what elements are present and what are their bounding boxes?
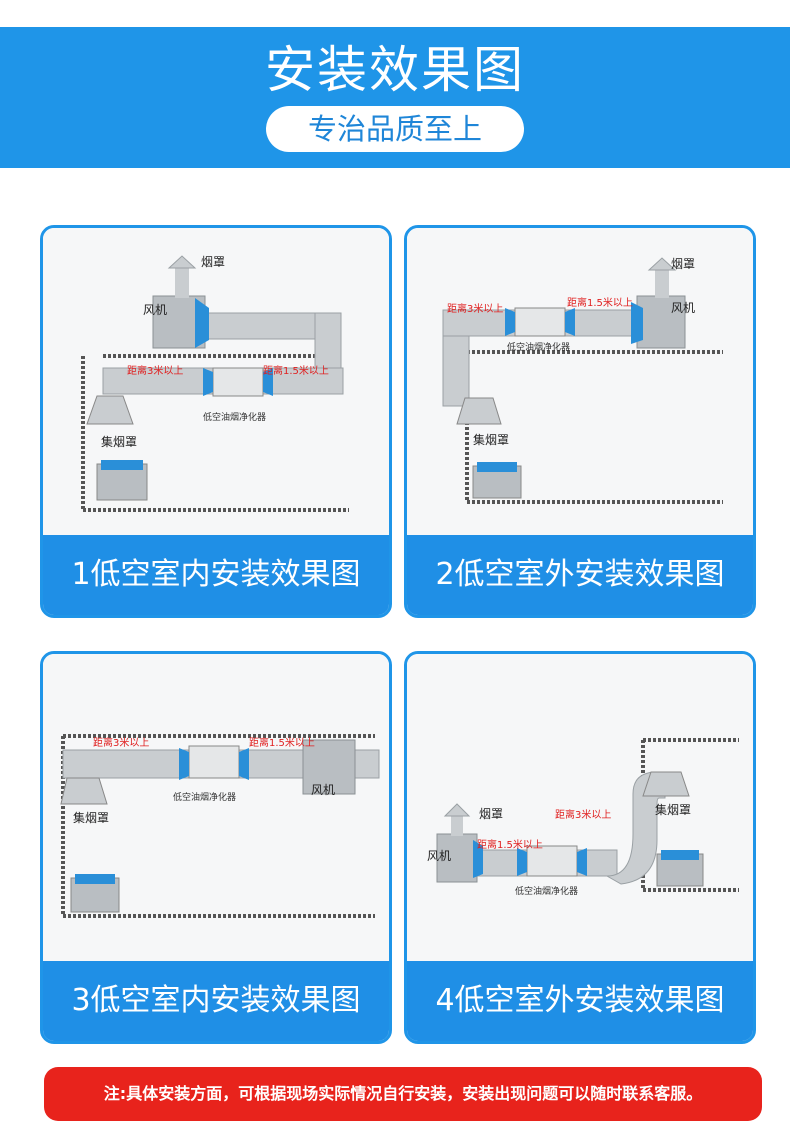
- label-distance-1-5m: 距离1.5米以上: [477, 838, 543, 851]
- label-purifier: 低空油烟净化器: [515, 885, 578, 897]
- notice-banner: 注:具体安装方面，可根据现场实际情况自行安装，安装出现问题可以随时联系客服。: [44, 1067, 762, 1121]
- install-card-4: 烟罩 风机 距离3米以上 距离1.5米以上 低空油烟净化器 集烟罩 4低空室外安…: [404, 651, 756, 1044]
- label-distance-1-5m: 距离1.5米以上: [263, 364, 329, 377]
- label-collector: 集烟罩: [655, 802, 691, 817]
- label-hood: 烟罩: [201, 255, 225, 269]
- diagram-outdoor-2: 烟罩 风机 距离3米以上 距离1.5米以上 低空油烟净化器 集烟罩: [407, 228, 753, 538]
- subtitle-pill: 专治品质至上: [266, 106, 524, 152]
- page-title: 安装效果图: [265, 41, 525, 99]
- label-fan: 风机: [311, 783, 335, 797]
- label-purifier: 低空油烟净化器: [203, 411, 266, 423]
- card-caption: 1低空室内安装效果图: [43, 535, 389, 615]
- label-collector: 集烟罩: [473, 432, 509, 447]
- label-distance-1-5m: 距离1.5米以上: [567, 296, 633, 309]
- label-distance-1-5m: 距离1.5米以上: [249, 736, 315, 749]
- label-fan: 风机: [671, 301, 695, 315]
- label-hood: 烟罩: [671, 257, 695, 271]
- diagram-indoor-1: 烟罩 风机 距离3米以上 距离1.5米以上 低空油烟净化器 集烟罩: [43, 228, 389, 538]
- card-caption: 2低空室外安装效果图: [407, 535, 753, 615]
- label-distance-3m: 距离3米以上: [93, 736, 149, 749]
- install-card-1: 烟罩 风机 距离3米以上 距离1.5米以上 低空油烟净化器 集烟罩 1低空室内安…: [40, 225, 392, 618]
- label-hood: 烟罩: [479, 807, 503, 821]
- label-purifier: 低空油烟净化器: [507, 341, 570, 353]
- label-fan: 风机: [143, 303, 167, 317]
- diagram-outdoor-4: 烟罩 风机 距离3米以上 距离1.5米以上 低空油烟净化器 集烟罩: [407, 654, 753, 964]
- install-card-2: 烟罩 风机 距离3米以上 距离1.5米以上 低空油烟净化器 集烟罩 2低空室外安…: [404, 225, 756, 618]
- label-distance-3m: 距离3米以上: [127, 364, 183, 377]
- diagram-indoor-3: 距离3米以上 距离1.5米以上 风机 低空油烟净化器 集烟罩: [43, 654, 389, 964]
- card-caption: 3低空室内安装效果图: [43, 961, 389, 1041]
- label-purifier: 低空油烟净化器: [173, 791, 236, 803]
- label-distance-3m: 距离3米以上: [447, 302, 503, 315]
- card-caption: 4低空室外安装效果图: [407, 961, 753, 1041]
- label-distance-3m: 距离3米以上: [555, 808, 611, 821]
- label-fan: 风机: [427, 849, 451, 863]
- label-collector: 集烟罩: [73, 810, 109, 825]
- label-collector: 集烟罩: [101, 434, 137, 449]
- install-card-3: 距离3米以上 距离1.5米以上 风机 低空油烟净化器 集烟罩 3低空室内安装效果…: [40, 651, 392, 1044]
